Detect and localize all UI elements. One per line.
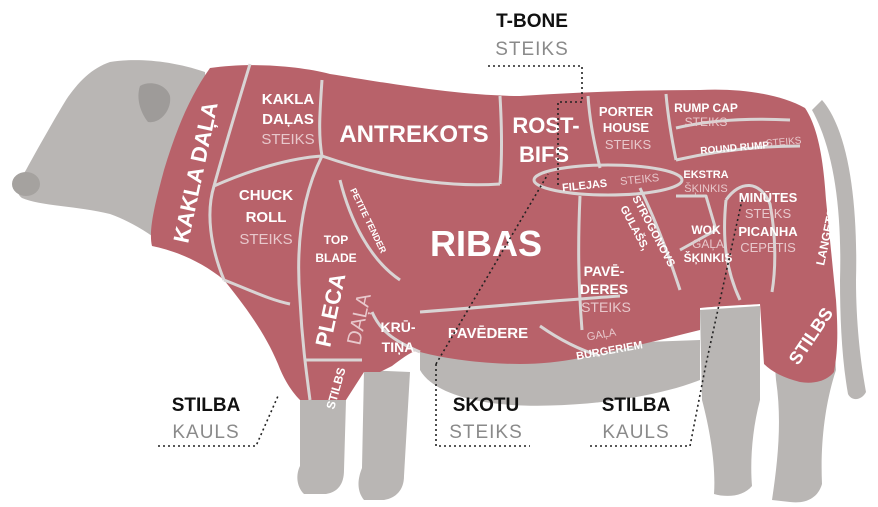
callout-tbone-sub: STEIKS: [495, 39, 569, 60]
label-kakla-dalas-sub: STEIKS: [261, 131, 314, 148]
front-leg-left: [297, 400, 346, 494]
muzzle: [12, 172, 40, 196]
label-picanha: PICANHA: [738, 224, 798, 239]
front-leg-right: [359, 370, 411, 500]
label-pavederes-sub: STEIKS: [581, 299, 631, 315]
label-rump-cap: RUMP CAP: [674, 101, 738, 115]
label-pavederes-1: PAVĒ-: [584, 263, 625, 279]
callout-stilba-left-title: STILBA: [172, 395, 241, 416]
label-ekstra-1: EKSTRA: [683, 169, 728, 181]
label-chuck-1: CHUCK: [239, 187, 293, 204]
label-porter-1: PORTER: [599, 104, 654, 119]
label-kakla-dalas-1: KAKLA: [262, 91, 315, 108]
label-krutina-mid-1: KRŪ-: [381, 319, 416, 335]
label-kakla-dalas-2: DAĻAS: [262, 111, 314, 128]
label-top-1: TOP: [324, 233, 348, 247]
label-ekstra-2: ŠĶINKIS: [684, 182, 727, 195]
callout-stilba-right-sub: KAULS: [602, 422, 669, 443]
label-krutina-mid-2: TIŅA: [382, 339, 415, 355]
label-rump-cap-sub: STEIKS: [685, 115, 728, 129]
label-wok-3: ŠĶINKIS: [684, 250, 733, 265]
callout-skotu-sub: STEIKS: [449, 422, 523, 443]
label-pavederes-2: DERES: [580, 281, 628, 297]
callout-tbone-title: T-BONE: [496, 11, 568, 32]
rear-leg-left: [700, 306, 760, 496]
label-top-2: BLADE: [315, 251, 356, 265]
callout-skotu-title: SKOTU: [453, 395, 520, 416]
callout-stilba-right-title: STILBA: [602, 395, 671, 416]
label-porter-sub: STEIKS: [605, 137, 652, 152]
label-antrekots: ANTREKOTS: [339, 121, 488, 148]
label-chuck-sub: STEIKS: [239, 231, 292, 248]
label-wok-1: WOK: [691, 223, 721, 237]
label-ribas: RIBAS: [430, 223, 542, 264]
label-picanha-sub: CEPETIS: [740, 240, 796, 255]
label-porter-2: HOUSE: [603, 120, 650, 135]
callout-stilba-left-sub: KAULS: [172, 422, 239, 443]
label-rost-2: BIFS: [519, 142, 569, 167]
label-rost-1: ROST-: [512, 113, 579, 138]
label-minutes: MINŪTES: [739, 190, 798, 205]
label-chuck-2: ROLL: [246, 209, 287, 226]
label-minutes-sub: STEIKS: [745, 206, 792, 221]
label-pavedere: PAVĒDERE: [448, 325, 528, 342]
label-wok-2: GAĻA: [692, 237, 724, 251]
